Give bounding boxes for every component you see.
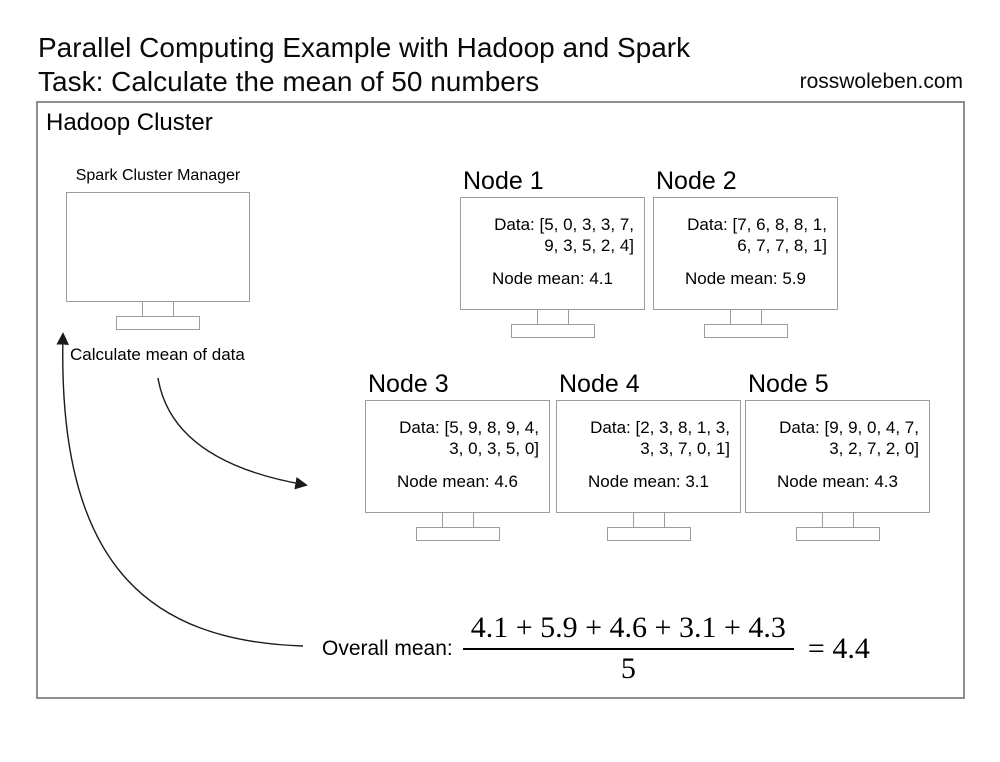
fraction-denominator: 5 [620,652,636,685]
monitor-base [606,527,691,541]
node-data-line-2: 9, 3, 5, 2, 4] [544,236,634,255]
node-mean: Node mean: 5.9 [685,269,806,288]
node-data-line-2: 6, 7, 7, 8, 1] [737,236,827,255]
site-watermark: rosswoleben.com [799,70,963,93]
node-heading: Node 5 [748,370,829,398]
node-heading: Node 1 [463,167,544,195]
page-title-line-2: Task: Calculate the mean of 50 numbers [38,66,540,97]
instruction-label: Calculate mean of data [70,345,245,364]
overall-mean-formula: Overall mean: 4.1 + 5.9 + 4.6 + 3.1 + 4.… [322,611,870,686]
node-data: Data: [5, 0, 3, 3, 7, 9, 3, 5, 2, 4] [461,214,644,256]
monitor-stand [729,310,762,325]
monitor-screen: Data: [5, 0, 3, 3, 7, 9, 3, 5, 2, 4] Nod… [460,197,645,310]
node-mean: Node mean: 3.1 [588,472,709,491]
monitor-base [795,527,880,541]
node-data-line-1: Data: [5, 0, 3, 3, 7, [494,215,634,234]
formula-result: = 4.4 [807,631,870,665]
node-data-line-1: Data: [9, 9, 0, 4, 7, [779,418,919,437]
node-data-line-1: Data: [7, 6, 8, 8, 1, [687,215,827,234]
monitor-screen: Data: [5, 9, 8, 9, 4, 3, 0, 3, 5, 0] Nod… [365,400,550,513]
monitor-stand [142,302,174,317]
monitor-stand [536,310,569,325]
node-data-line-2: 3, 2, 7, 2, 0] [829,439,919,458]
node-data: Data: [7, 6, 8, 8, 1, 6, 7, 7, 8, 1] [654,214,837,256]
fraction-numerator: 4.1 + 5.9 + 4.6 + 3.1 + 4.3 [462,611,794,650]
node-monitor-4: Node 4 Data: [2, 3, 8, 1, 3, 3, 3, 7, 0,… [556,370,741,541]
hadoop-cluster-label: Hadoop Cluster [46,109,213,136]
node-data-line-1: Data: [5, 9, 8, 9, 4, [399,418,539,437]
monitor-base [116,316,200,330]
node-data-line-2: 3, 0, 3, 5, 0] [449,439,539,458]
node-heading: Node 4 [559,370,640,398]
monitor-screen: Data: [2, 3, 8, 1, 3, 3, 3, 7, 0, 1] Nod… [556,400,741,513]
monitor-base [703,324,788,338]
node-data: Data: [2, 3, 8, 1, 3, 3, 3, 7, 0, 1] [557,417,740,459]
node-monitor-5: Node 5 Data: [9, 9, 0, 4, 7, 3, 2, 7, 2,… [745,370,930,541]
node-data-line-2: 3, 3, 7, 0, 1] [640,439,730,458]
node-mean: Node mean: 4.3 [777,472,898,491]
monitor-stand [632,513,665,528]
monitor-stand [821,513,854,528]
node-mean: Node mean: 4.6 [397,472,518,491]
node-data-line-1: Data: [2, 3, 8, 1, 3, [590,418,730,437]
spark-manager-monitor: Spark Cluster Manager [66,167,250,330]
node-mean: Node mean: 4.1 [492,269,613,288]
fraction: 4.1 + 5.9 + 4.6 + 3.1 + 4.3 5 [462,611,794,686]
node-heading: Node 2 [656,167,737,195]
overall-mean-label: Overall mean: [322,636,453,660]
hadoop-cluster-box: Hadoop Cluster Spark Cluster Manager Cal… [36,101,965,699]
monitor-screen: Data: [7, 6, 8, 8, 1, 6, 7, 7, 8, 1] Nod… [653,197,838,310]
monitor-screen: Data: [9, 9, 0, 4, 7, 3, 2, 7, 2, 0] Nod… [745,400,930,513]
monitor-stand [441,513,474,528]
monitor-base [415,527,500,541]
page-title: Parallel Computing Example with Hadoop a… [38,31,690,99]
node-monitor-1: Node 1 Data: [5, 0, 3, 3, 7, 9, 3, 5, 2,… [460,167,645,338]
page-title-line-1: Parallel Computing Example with Hadoop a… [38,32,691,63]
node-data: Data: [9, 9, 0, 4, 7, 3, 2, 7, 2, 0] [746,417,929,459]
monitor-screen [66,192,250,302]
node-monitor-3: Node 3 Data: [5, 9, 8, 9, 4, 3, 0, 3, 5,… [365,370,550,541]
node-data: Data: [5, 9, 8, 9, 4, 3, 0, 3, 5, 0] [366,417,549,459]
monitor-base [510,324,595,338]
spark-manager-label: Spark Cluster Manager [75,167,241,184]
node-heading: Node 3 [368,370,449,398]
node-monitor-2: Node 2 Data: [7, 6, 8, 8, 1, 6, 7, 7, 8,… [653,167,838,338]
